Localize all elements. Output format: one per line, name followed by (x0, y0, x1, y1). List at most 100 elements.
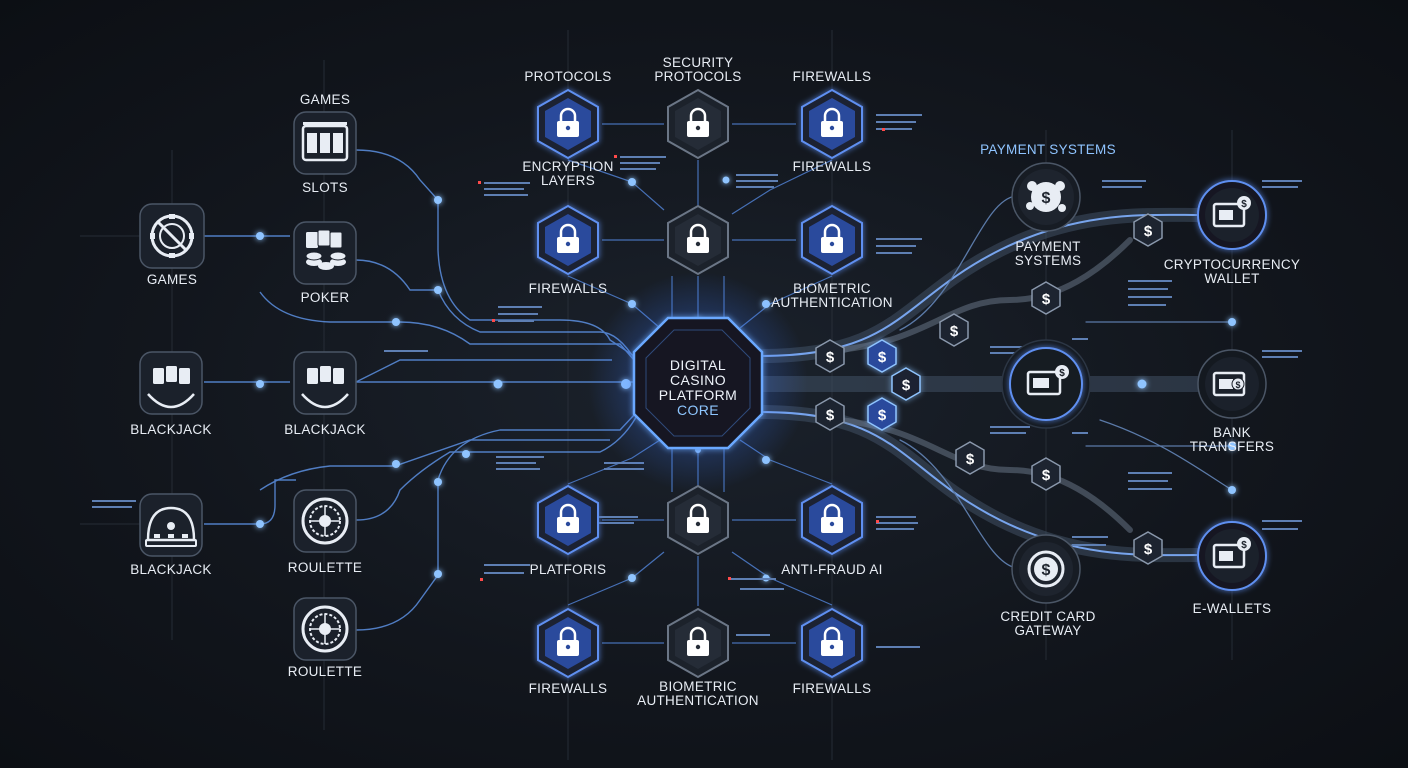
dollar-icon: $ (1144, 541, 1153, 558)
dollar-icon: $ (902, 377, 911, 394)
firewalls-bottom-left-lock-node[interactable] (537, 607, 599, 679)
dollar-token: $ (955, 441, 985, 475)
wallet-icon: $ (1026, 365, 1069, 396)
bank-transfers-label-line2: TRANSFERS (1190, 439, 1274, 454)
e-wallets-node[interactable]: $ (1197, 521, 1267, 591)
bank-transfers-node[interactable]: $ (1197, 349, 1267, 419)
lock-icon (557, 626, 579, 656)
anti-fraud-label: ANTI-FRAUD AI (781, 562, 882, 577)
roulette-upper-node[interactable] (293, 489, 357, 553)
firewalls-top-label: FIREWALLS (793, 69, 872, 84)
blackjack-left-node[interactable] (139, 351, 203, 415)
cryptocurrency-wallet-node[interactable]: $ (1197, 180, 1267, 250)
security-protocols-lock-node[interactable] (667, 88, 729, 160)
svg-text:$: $ (1235, 380, 1240, 390)
playing-cards-icon (147, 366, 195, 409)
lock-icon (821, 503, 843, 533)
lock-icon (557, 107, 579, 137)
blackjack-table-node[interactable] (139, 493, 203, 557)
dollar-token: $ (1133, 531, 1163, 565)
firewalls-top-lock-node[interactable] (801, 88, 863, 160)
firewalls-bottom-right-label: FIREWALLS (793, 681, 872, 696)
dollar-token: $ (1031, 281, 1061, 315)
payment-hub-node[interactable]: $ (1001, 339, 1091, 429)
lock-icon (687, 223, 709, 253)
lock-icon (821, 626, 843, 656)
dollar-icon: $ (826, 407, 835, 424)
wallet-icon: $ (1212, 196, 1251, 228)
blackjack-right-node[interactable] (293, 351, 357, 415)
biometric-lock-node[interactable] (801, 204, 863, 276)
firewalls-mid-lock-node[interactable] (537, 204, 599, 276)
roulette-lower-node[interactable] (293, 597, 357, 661)
svg-text:$: $ (1241, 199, 1247, 210)
payment-systems-label-line1: PAYMENT (1015, 239, 1080, 254)
dollar-icon: $ (878, 407, 887, 424)
roulette-upper-label: ROULETTE (288, 560, 362, 575)
dollar-icon: $ (966, 451, 975, 468)
dollar-token: $ (867, 339, 897, 373)
biometric-label-line2: AUTHENTICATION (771, 295, 893, 310)
blackjack-lower-label: BLACKJACK (130, 562, 211, 577)
lock-icon (821, 107, 843, 137)
firewalls-bottom-right-lock-node[interactable] (801, 607, 863, 679)
poker-label: POKER (301, 290, 350, 305)
dollar-token: $ (815, 339, 845, 373)
dollar-icon: $ (1042, 291, 1051, 308)
anti-fraud-lock-node[interactable] (801, 484, 863, 556)
roulette-wheel-icon (301, 497, 349, 545)
lock-icon (557, 503, 579, 533)
biometric-bottom-label-line2: AUTHENTICATION (637, 693, 759, 708)
blackjack-right-label: BLACKJACK (284, 422, 365, 437)
platform-core[interactable]: DIGITAL CASINO PLATFORM CORE (588, 272, 808, 492)
roulette-wheel-icon (301, 605, 349, 653)
core-title-line2: CASINO (670, 372, 726, 388)
center-lower-lock-node[interactable] (667, 484, 729, 556)
slot-machine-icon (301, 122, 349, 162)
svg-text:$: $ (1042, 190, 1051, 207)
cryptocurrency-wallet-label-line2: WALLET (1204, 271, 1259, 286)
center-upper-lock-node[interactable] (667, 204, 729, 276)
payment-systems-node[interactable]: $ (1011, 162, 1081, 232)
biometric-bottom-label-line1: BIOMETRIC (659, 679, 737, 694)
cryptocurrency-wallet-label-line1: CRYPTOCURRENCY (1164, 257, 1300, 272)
lock-icon (687, 626, 709, 656)
wallet-icon: $ (1212, 537, 1251, 569)
casino-chip-icon (150, 214, 194, 258)
dollar-token: $ (891, 367, 921, 401)
dollar-icon: $ (826, 349, 835, 366)
games-hub-node[interactable] (139, 203, 205, 269)
dollar-token: $ (1031, 457, 1061, 491)
protocols-label: PROTOCOLS (524, 69, 611, 84)
dollar-icon: $ (1042, 467, 1051, 484)
blackjack-left-label: BLACKJACK (130, 422, 211, 437)
dollar-token: $ (1133, 213, 1163, 247)
svg-text:$: $ (1059, 368, 1065, 379)
games-hub-label: GAMES (147, 272, 197, 287)
security-protocols-label-line1: SECURITY (663, 55, 734, 70)
svg-text:$: $ (1042, 562, 1051, 579)
payment-systems-label-line2: SYSTEMS (1015, 253, 1082, 268)
roulette-lower-label: ROULETTE (288, 664, 362, 679)
poker-node[interactable] (293, 221, 357, 285)
dollar-icon: $ (878, 349, 887, 366)
encryption-layers-label-line1: ENCRYPTION (522, 159, 613, 174)
dollar-token: $ (867, 397, 897, 431)
slots-node[interactable] (293, 111, 357, 175)
payment-systems-heading: PAYMENT SYSTEMS (980, 142, 1116, 157)
platforis-lock-node[interactable] (537, 484, 599, 556)
card-table-icon (145, 506, 197, 547)
core-title-line4: CORE (677, 402, 719, 418)
protocols-lock-node[interactable] (537, 88, 599, 160)
slots-label: SLOTS (302, 180, 348, 195)
core-title-line3: PLATFORM (659, 387, 737, 403)
security-protocols-label-line2: PROTOCOLS (654, 69, 741, 84)
bank-transfers-label-line1: BANK (1213, 425, 1251, 440)
credit-card-gateway-node[interactable]: $ (1011, 534, 1081, 604)
biometric-bottom-lock-node[interactable] (667, 607, 729, 679)
dollar-icon: $ (950, 323, 959, 340)
firewalls-top-right-label: FIREWALLS (793, 159, 872, 174)
credit-card-gateway-label-line1: CREDIT CARD (1000, 609, 1095, 624)
biometric-label-line1: BIOMETRIC (793, 281, 871, 296)
